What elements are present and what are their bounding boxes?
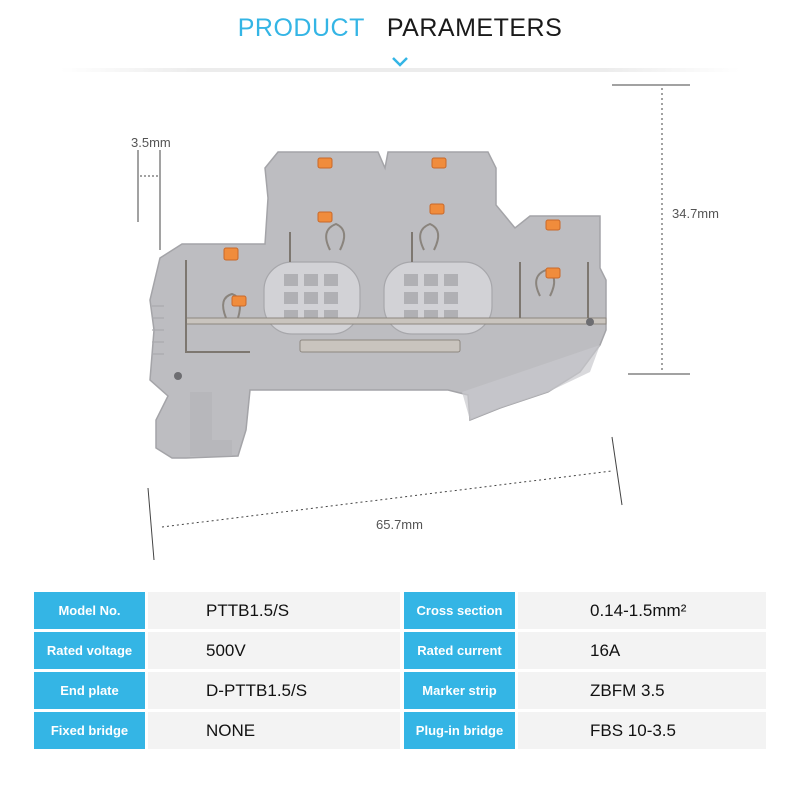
terminal-block-image [137,84,690,561]
spec-label: Plug-in bridge [404,712,515,749]
title-word-parameters: PARAMETERS [386,14,563,42]
spec-label: Model No. [34,592,145,629]
dimension-lines [137,84,690,561]
dimension-label-height: 34.7mm [672,206,719,221]
table-row: Rated voltage 500V Rated current 16A [34,632,766,672]
spec-value: PTTB1.5/S [148,592,400,629]
spec-label: Rated current [404,632,515,669]
spec-label: Cross section [404,592,515,629]
table-row: End plate D-PTTB1.5/S Marker strip ZBFM … [34,672,766,712]
header-divider [60,68,740,72]
terminal-housing [149,151,607,459]
release-levers [223,157,561,307]
spec-value: FBS 10-3.5 [518,712,766,749]
spec-label: End plate [34,672,145,709]
title-word-product: PRODUCT [237,14,365,42]
chevron-down-icon [392,57,408,67]
spec-label: Rated voltage [34,632,145,669]
table-row: Fixed bridge NONE Plug-in bridge FBS 10-… [34,712,766,752]
spec-label: Marker strip [404,672,515,709]
table-row: Model No. PTTB1.5/S Cross section 0.14-1… [34,592,766,632]
dimension-label-length: 65.7mm [376,517,423,532]
parameters-table: Model No. PTTB1.5/S Cross section 0.14-1… [34,592,766,752]
spec-value: D-PTTB1.5/S [148,672,400,709]
mounting-foot [190,392,232,456]
spec-value: 16A [518,632,766,669]
dimension-label-pitch: 3.5mm [131,135,171,150]
spec-value: ZBFM 3.5 [518,672,766,709]
spec-value: NONE [148,712,400,749]
spec-value: 500V [148,632,400,669]
spec-value: 0.14-1.5mm² [518,592,766,629]
page-title: PRODUCT PARAMETERS [0,14,800,43]
spec-label: Fixed bridge [34,712,145,749]
